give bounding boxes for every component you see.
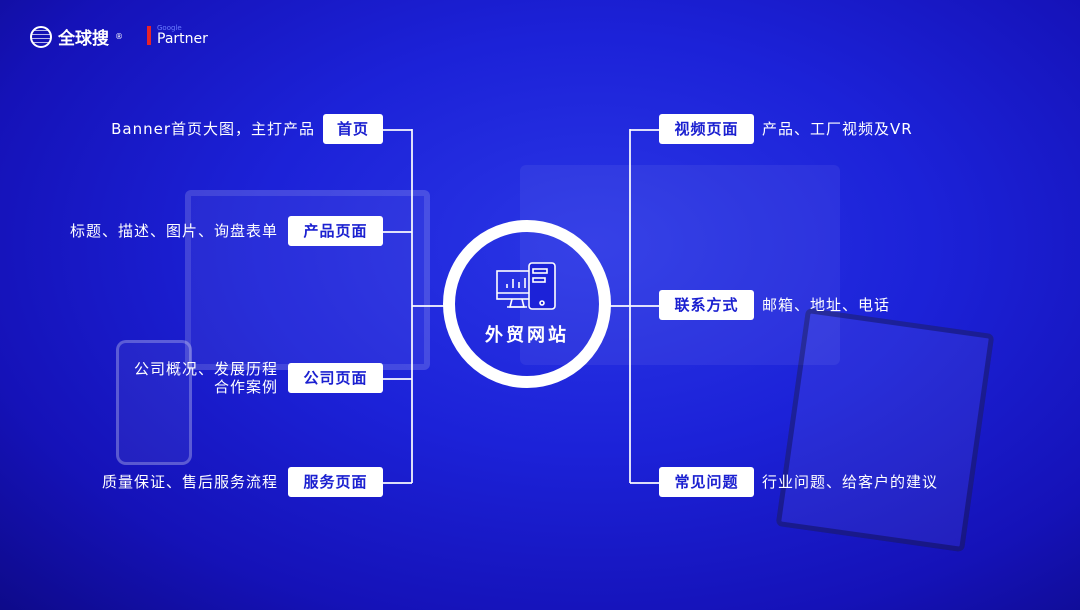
desc-product-page: 标题、描述、图片、询盘表单 xyxy=(69,222,278,240)
registered-mark: ® xyxy=(115,32,123,41)
connector xyxy=(383,231,412,233)
pill-product-page: 产品页面 xyxy=(288,216,383,246)
desc-homepage: Banner首页大图，主打产品 xyxy=(111,120,315,138)
tablet-photo-background xyxy=(775,307,995,553)
center-hub: 外贸网站 xyxy=(443,220,611,388)
desc-line: 合作案例 xyxy=(213,378,278,396)
center-label: 外贸网站 xyxy=(485,325,569,346)
quanqiusou-logo: 全球搜 ® xyxy=(30,24,123,49)
google-partner-badge: Google Partner xyxy=(147,25,208,46)
pill-company-page: 公司页面 xyxy=(288,363,383,393)
desc-faq: 行业问题、给客户的建议 xyxy=(762,473,939,491)
partner-text: Partner xyxy=(157,31,208,47)
pill-faq: 常见问题 xyxy=(659,467,754,497)
pill-contact: 联系方式 xyxy=(659,290,754,320)
pill-video-page: 视频页面 xyxy=(659,114,754,144)
brand-name: 全球搜 xyxy=(58,29,109,49)
desc-video-page: 产品、工厂视频及VR xyxy=(762,120,913,138)
connector xyxy=(412,305,444,307)
connector xyxy=(610,305,659,307)
connector xyxy=(383,378,412,380)
phone-photo-background xyxy=(116,340,192,465)
desc-contact: 邮箱、地址、电话 xyxy=(762,296,891,314)
connector xyxy=(383,129,412,131)
desc-company-page: 公司概况、发展历程 合作案例 xyxy=(134,360,278,396)
website-monitor-icon xyxy=(496,262,556,310)
connector xyxy=(383,482,412,484)
connector xyxy=(630,129,659,131)
connector xyxy=(630,482,659,484)
partner-bar-icon xyxy=(147,26,151,45)
desc-line: 公司概况、发展历程 xyxy=(133,360,278,378)
desc-service-page: 质量保证、售后服务流程 xyxy=(101,473,278,491)
globe-icon xyxy=(30,25,52,48)
google-text: Google xyxy=(157,24,182,32)
pill-homepage: 首页 xyxy=(323,114,383,144)
pill-service-page: 服务页面 xyxy=(288,467,383,497)
